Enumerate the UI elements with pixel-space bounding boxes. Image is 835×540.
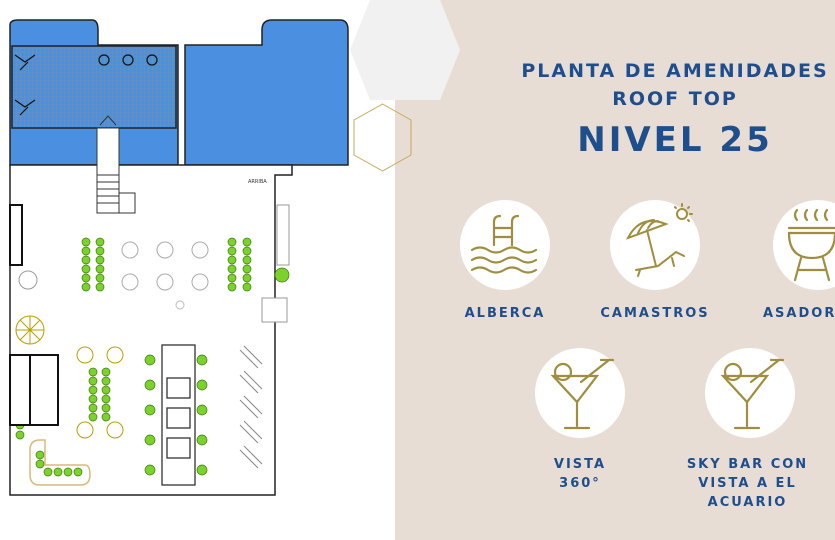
roof-top-floor-plan: ARRIBA bbox=[9, 19, 349, 496]
hexagon-outline-decoration bbox=[353, 103, 412, 172]
stairs bbox=[96, 115, 136, 214]
title-roof-top: ROOF TOP bbox=[612, 88, 738, 110]
column bbox=[18, 270, 38, 290]
stairs-label: ARRIBA bbox=[248, 179, 267, 185]
planter-curve bbox=[29, 439, 91, 486]
pool-right bbox=[184, 19, 349, 166]
bar-counter bbox=[161, 344, 196, 486]
dining-tables bbox=[121, 241, 209, 291]
amenity-pool bbox=[460, 200, 550, 290]
terrace-outline bbox=[9, 164, 293, 496]
planters bbox=[15, 237, 290, 477]
bench-left bbox=[9, 204, 59, 426]
amenity-label-pool: ALBERCA bbox=[464, 306, 546, 321]
cocktail-icon bbox=[550, 358, 615, 430]
title-amenities: PLANTA DE AMENIDADES bbox=[521, 60, 829, 82]
beach-umbrella-icon bbox=[625, 203, 693, 277]
title-level: NIVEL 25 bbox=[577, 120, 773, 160]
grill-icon bbox=[787, 208, 835, 282]
amenity-grill bbox=[773, 200, 835, 290]
amenity-label-grill: ASADOR bbox=[763, 306, 835, 321]
sun-loungers bbox=[239, 345, 263, 469]
amenity-view-360 bbox=[535, 348, 625, 438]
right-bench bbox=[261, 204, 290, 323]
amenity-sky-bar bbox=[705, 348, 795, 438]
trees bbox=[15, 315, 124, 439]
column bbox=[175, 300, 185, 310]
lounge-chairs bbox=[14, 54, 158, 116]
hexagon-decoration bbox=[350, 0, 460, 100]
pool-icon bbox=[470, 214, 538, 274]
amenity-label-loungers: CAMASTROS bbox=[600, 306, 710, 321]
amenity-label-sky-bar: SKY BAR CON VISTA A EL ACUARIO bbox=[686, 457, 809, 510]
cocktail-icon bbox=[720, 358, 785, 430]
amenity-loungers bbox=[610, 200, 700, 290]
amenities-panel: PLANTA DE AMENIDADES ROOF TOP NIVEL 25 A… bbox=[395, 0, 835, 540]
amenity-label-view-360: VISTA 360° bbox=[553, 457, 607, 491]
grid-deck bbox=[11, 45, 177, 129]
